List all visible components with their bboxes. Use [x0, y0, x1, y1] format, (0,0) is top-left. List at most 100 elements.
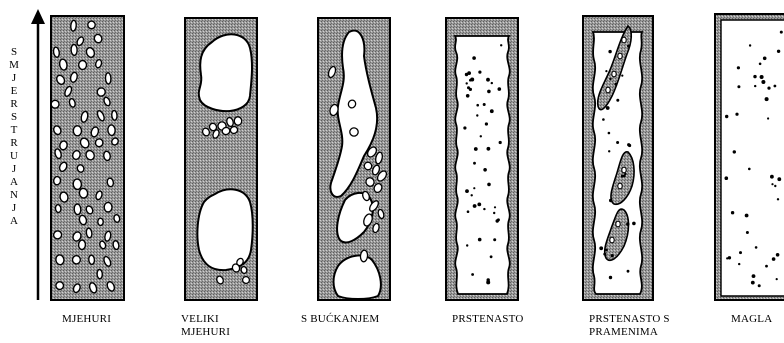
droplet: [493, 238, 496, 241]
pattern-prstenasto-s-pramenima: [583, 16, 653, 300]
bubble: [88, 21, 95, 29]
bubble: [105, 73, 111, 84]
droplet: [733, 150, 736, 153]
bubble: [78, 60, 86, 70]
droplet: [749, 44, 751, 46]
droplet: [777, 198, 779, 200]
droplet: [771, 183, 773, 185]
caption-magla: MAGLA: [731, 313, 772, 326]
droplet: [496, 219, 499, 222]
droplet: [498, 87, 502, 91]
droplet: [780, 31, 783, 34]
bubble: [98, 218, 104, 225]
caption-mjehuri: MJEHURI: [62, 313, 111, 326]
bubble: [622, 37, 626, 43]
bubble: [360, 250, 368, 262]
droplet: [616, 141, 619, 144]
bubble: [88, 255, 94, 265]
axis-letter: J: [2, 203, 26, 214]
bubble: [618, 183, 622, 189]
droplet: [758, 284, 761, 287]
caption-prstenasto: PRSTENASTO: [452, 313, 523, 326]
axis-letter: M: [2, 60, 26, 71]
bubble: [612, 71, 616, 77]
droplet: [777, 50, 780, 53]
caption-line: S BUĆKANJEM: [301, 313, 379, 326]
caption-line: PRAMENIMA: [589, 326, 670, 339]
droplet: [478, 238, 482, 242]
droplet: [623, 175, 626, 178]
droplet: [471, 273, 474, 276]
droplet: [611, 254, 614, 257]
churn-gas-lower: [334, 255, 381, 299]
droplet: [731, 211, 734, 214]
droplet: [487, 90, 491, 94]
axis-letter: J: [2, 164, 26, 175]
droplet: [483, 168, 487, 172]
pattern-prstenasto: [446, 18, 518, 300]
droplet: [463, 126, 466, 129]
droplet: [494, 206, 496, 208]
gas-core: [455, 36, 510, 294]
droplet: [770, 175, 774, 179]
axis-letter: U: [2, 151, 26, 162]
droplet: [765, 97, 769, 101]
pattern-magla: [715, 14, 784, 300]
bubble: [108, 125, 116, 136]
droplet: [603, 253, 606, 256]
droplet: [487, 183, 491, 187]
droplet: [616, 99, 619, 102]
bubble: [622, 167, 626, 173]
axis-letter: R: [2, 138, 26, 149]
droplet: [474, 147, 478, 151]
droplet: [751, 281, 755, 285]
droplet: [467, 71, 471, 75]
droplet: [609, 199, 612, 202]
droplet: [606, 106, 610, 110]
bubble: [350, 128, 359, 136]
bubble: [53, 176, 61, 185]
droplet: [737, 66, 740, 69]
axis-letter: R: [2, 99, 26, 110]
droplet: [469, 88, 472, 91]
droplet: [755, 246, 758, 249]
droplet: [599, 246, 603, 250]
droplet: [478, 71, 481, 74]
taylor-bubble-upper: [199, 34, 252, 111]
droplet: [486, 78, 490, 82]
droplet: [627, 270, 630, 273]
droplet: [499, 141, 502, 144]
caption-s-buckanjem: S BUĆKANJEM: [301, 313, 379, 326]
droplet: [759, 63, 762, 66]
droplet: [753, 75, 756, 78]
caption-veliki-mjehuri: VELIKI MJEHURI: [181, 313, 230, 339]
axis-letter: T: [2, 125, 26, 136]
droplet: [609, 276, 612, 279]
axis-letter: S: [2, 47, 26, 58]
bubble: [73, 179, 82, 190]
axis-letter: S: [2, 112, 26, 123]
droplet: [767, 87, 770, 90]
droplet: [466, 94, 470, 98]
droplet: [490, 109, 494, 113]
pattern-veliki-mjehuri: [185, 18, 257, 300]
bubble: [234, 116, 242, 125]
bubble: [97, 269, 103, 278]
droplet: [608, 150, 610, 152]
droplet: [737, 85, 740, 88]
droplet: [752, 274, 756, 278]
droplet: [470, 78, 474, 82]
droplet: [774, 85, 777, 88]
bubble: [111, 110, 117, 120]
droplet: [472, 56, 476, 60]
droplet: [761, 80, 765, 84]
droplet: [765, 265, 768, 268]
droplet: [490, 255, 493, 258]
caption-line: VELIKI: [181, 313, 230, 326]
droplet: [483, 208, 485, 210]
bubble: [618, 53, 622, 59]
bubble: [55, 204, 61, 212]
droplet: [500, 44, 502, 46]
